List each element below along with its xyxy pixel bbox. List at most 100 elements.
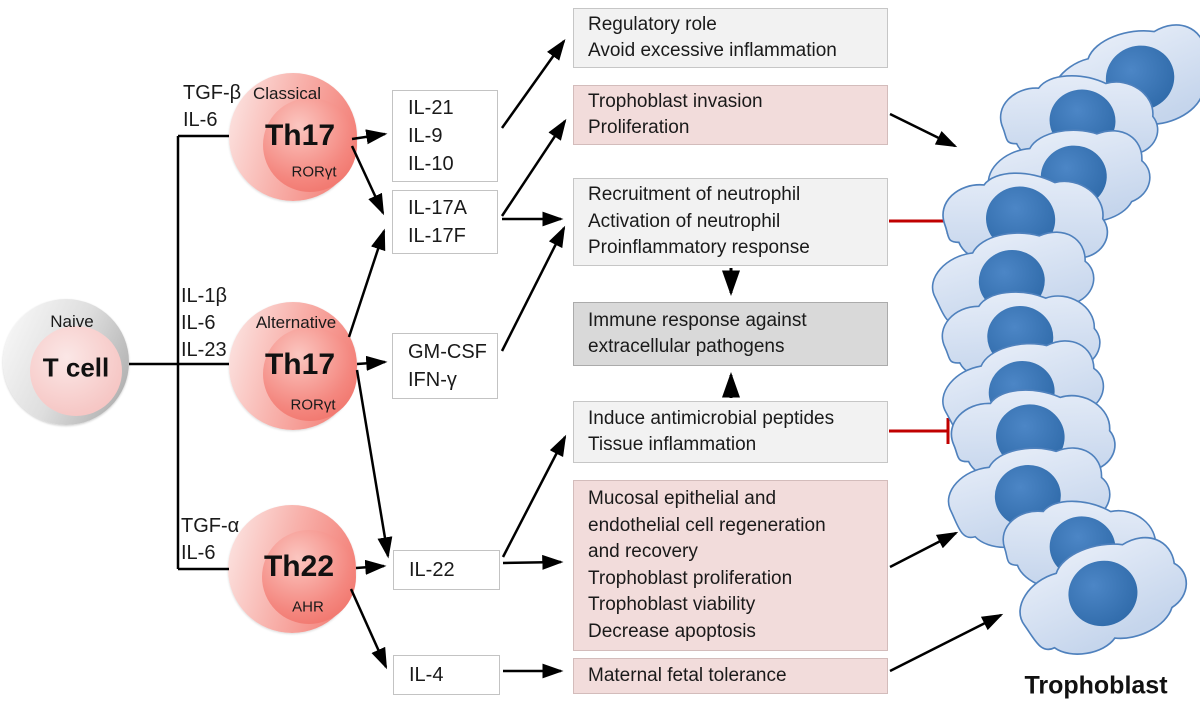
effect-line: Trophoblast invasion: [588, 90, 763, 112]
cytokine-box-il22: IL-22: [393, 550, 500, 590]
effect-line: Mucosal epithelial and: [588, 488, 777, 509]
trophoblast-cell: [1007, 524, 1199, 669]
arrow-th22-to-il4: [349, 588, 388, 670]
effect-box-trophoblast-invasion: Trophoblast invasion Proliferation: [573, 85, 888, 145]
trophoblast-cell: [943, 440, 1115, 553]
effect-line: Activation of neutrophil: [588, 210, 781, 232]
inhibition-bars: [889, 208, 950, 444]
alternative-th17-name: Th17: [264, 348, 336, 381]
th22-transcription-factor: AHR: [292, 598, 324, 616]
inducer-label: IL-6: [181, 312, 216, 334]
effect-line: Recruitment of neutrophil: [588, 184, 801, 206]
arrow-tolerance-to-trophoblast: [889, 613, 1004, 673]
effect-box-mucosal: Mucosal epithelial and endothelial cell …: [573, 480, 888, 651]
inducer-label: IL-23: [181, 339, 227, 361]
arrow-il17-to-invasion: [500, 118, 567, 217]
cytokine-label: IL-22: [409, 559, 455, 581]
trophoblast-cell: [934, 159, 1117, 285]
trophoblast-cell: [994, 486, 1169, 610]
effect-box-immune-response: Immune response against extracellular pa…: [573, 302, 888, 366]
trophoblast-cell: [934, 331, 1112, 455]
effect-box-regulatory: Regulatory role Avoid excessive inflamma…: [573, 8, 888, 68]
inducer-label: IL-1β: [181, 285, 227, 307]
trophoblast-nucleus: [986, 186, 1056, 252]
arrow-invasion-to-trophoblast: [889, 112, 958, 148]
effect-line: endothelial cell regeneration: [588, 514, 826, 536]
effect-line: Proinflammatory response: [588, 237, 810, 259]
effect-line: Induce antimicrobial peptides: [588, 407, 835, 429]
trophoblast-nucleus: [1049, 89, 1116, 152]
effect-line: extracellular pathogens: [588, 336, 785, 357]
alternative-inducers: IL-1β IL-6 IL-23: [181, 283, 227, 364]
arrow-il21-to-regulatory: [500, 38, 566, 129]
classical-subtype-label: Classical: [252, 84, 322, 103]
cytokine-box-il17: IL-17A IL-17F: [392, 190, 498, 254]
th22-inducers: TGF-α IL-6: [181, 513, 239, 567]
trophoblast-nucleus: [978, 249, 1045, 313]
arrow-alternative-to-il17: [347, 228, 386, 338]
effect-line: Proliferation: [588, 117, 690, 138]
trophoblast-cell: [984, 124, 1154, 234]
trophoblast-nucleus: [1105, 45, 1175, 111]
arrow-th22-to-il22: [355, 559, 387, 575]
trophoblast-cell: [926, 224, 1100, 340]
th22-name: Th22: [263, 550, 335, 583]
classical-transcription-factor: RORγt: [291, 163, 337, 181]
effect-line: Immune response against: [588, 309, 807, 331]
effect-box-neutrophil: Recruitment of neutrophil Activation of …: [573, 178, 888, 266]
cytokine-label: IL-4: [409, 664, 444, 686]
cytokine-label: IL-21: [408, 97, 454, 119]
effect-line: Tissue inflammation: [588, 434, 757, 455]
cytokine-label: IL-17F: [408, 225, 466, 247]
arrow-alternative-to-gmcsf: [356, 355, 388, 371]
inducer-label: IL-6: [181, 542, 216, 564]
arrow-classical-to-il17: [350, 145, 385, 216]
arrow-gmcsf-to-neutrophil: [500, 225, 566, 352]
th22-inner-circle: [262, 530, 356, 624]
arrow-il22-to-mucosal: [502, 554, 564, 570]
effect-line: Avoid excessive inflammation: [588, 40, 837, 61]
cytokine-label: IL-17A: [408, 197, 467, 219]
cytokine-label: IL-10: [408, 153, 454, 175]
classical-inducers: TGF-β IL-6: [183, 80, 241, 134]
alternative-th17-inner-circle: [263, 327, 357, 421]
naive-t-cell-inner-circle: [30, 326, 122, 416]
trophoblast-nucleus: [1040, 145, 1107, 208]
inducer-label: TGF-β: [183, 82, 242, 104]
cytokine-box-il4: IL-4: [393, 655, 500, 695]
arrow-il22-to-antimicrobial: [501, 434, 567, 558]
cytokine-box-gmcsf-ifng: GM-CSF IFN-γ: [392, 333, 498, 399]
effect-box-tolerance: Maternal fetal tolerance: [573, 658, 888, 694]
effect-line: Decrease apoptosis: [588, 620, 756, 642]
trophoblast-label: Trophoblast: [1024, 671, 1168, 700]
inducer-label: TGF-α: [181, 515, 240, 537]
cytokine-label: GM-CSF: [408, 341, 487, 363]
arrow-alternative-to-il22: [355, 369, 393, 559]
trophoblast-cell: [945, 380, 1122, 496]
naive-label: Naive: [50, 312, 94, 331]
effect-line: and recovery: [588, 541, 698, 562]
trophoblast-nucleus: [1049, 516, 1116, 579]
trophoblast-cell: [994, 65, 1165, 179]
t-cell-label: T cell: [42, 352, 110, 383]
cytokine-label: IFN-γ: [408, 369, 457, 391]
alternative-subtype-label: Alternative: [255, 313, 337, 332]
effect-line: Trophoblast viability: [588, 594, 756, 615]
trophoblast-nucleus: [996, 404, 1065, 469]
classical-th17-inner-circle: [263, 98, 357, 192]
trophoblast-nucleus: [994, 464, 1061, 528]
alternative-transcription-factor: RORγt: [290, 396, 336, 414]
trophoblast-cell: [1039, 12, 1200, 153]
effect-line: Regulatory role: [588, 13, 717, 35]
classical-th17-name: Th17: [264, 119, 336, 152]
trophoblast-nucleus: [987, 305, 1054, 369]
trophoblast-nucleus: [1068, 560, 1138, 627]
cytokine-label: IL-9: [408, 125, 443, 147]
cytokine-box-il21-il9-il10: IL-21 IL-9 IL-10: [392, 90, 498, 182]
arrow-mucosal-to-trophoblast: [889, 531, 959, 569]
trophoblast-cell-illustration: [926, 12, 1200, 669]
trophoblast-nucleus: [988, 360, 1055, 424]
effect-line: Trophoblast proliferation: [588, 567, 793, 589]
effect-line: Maternal fetal tolerance: [588, 664, 787, 686]
